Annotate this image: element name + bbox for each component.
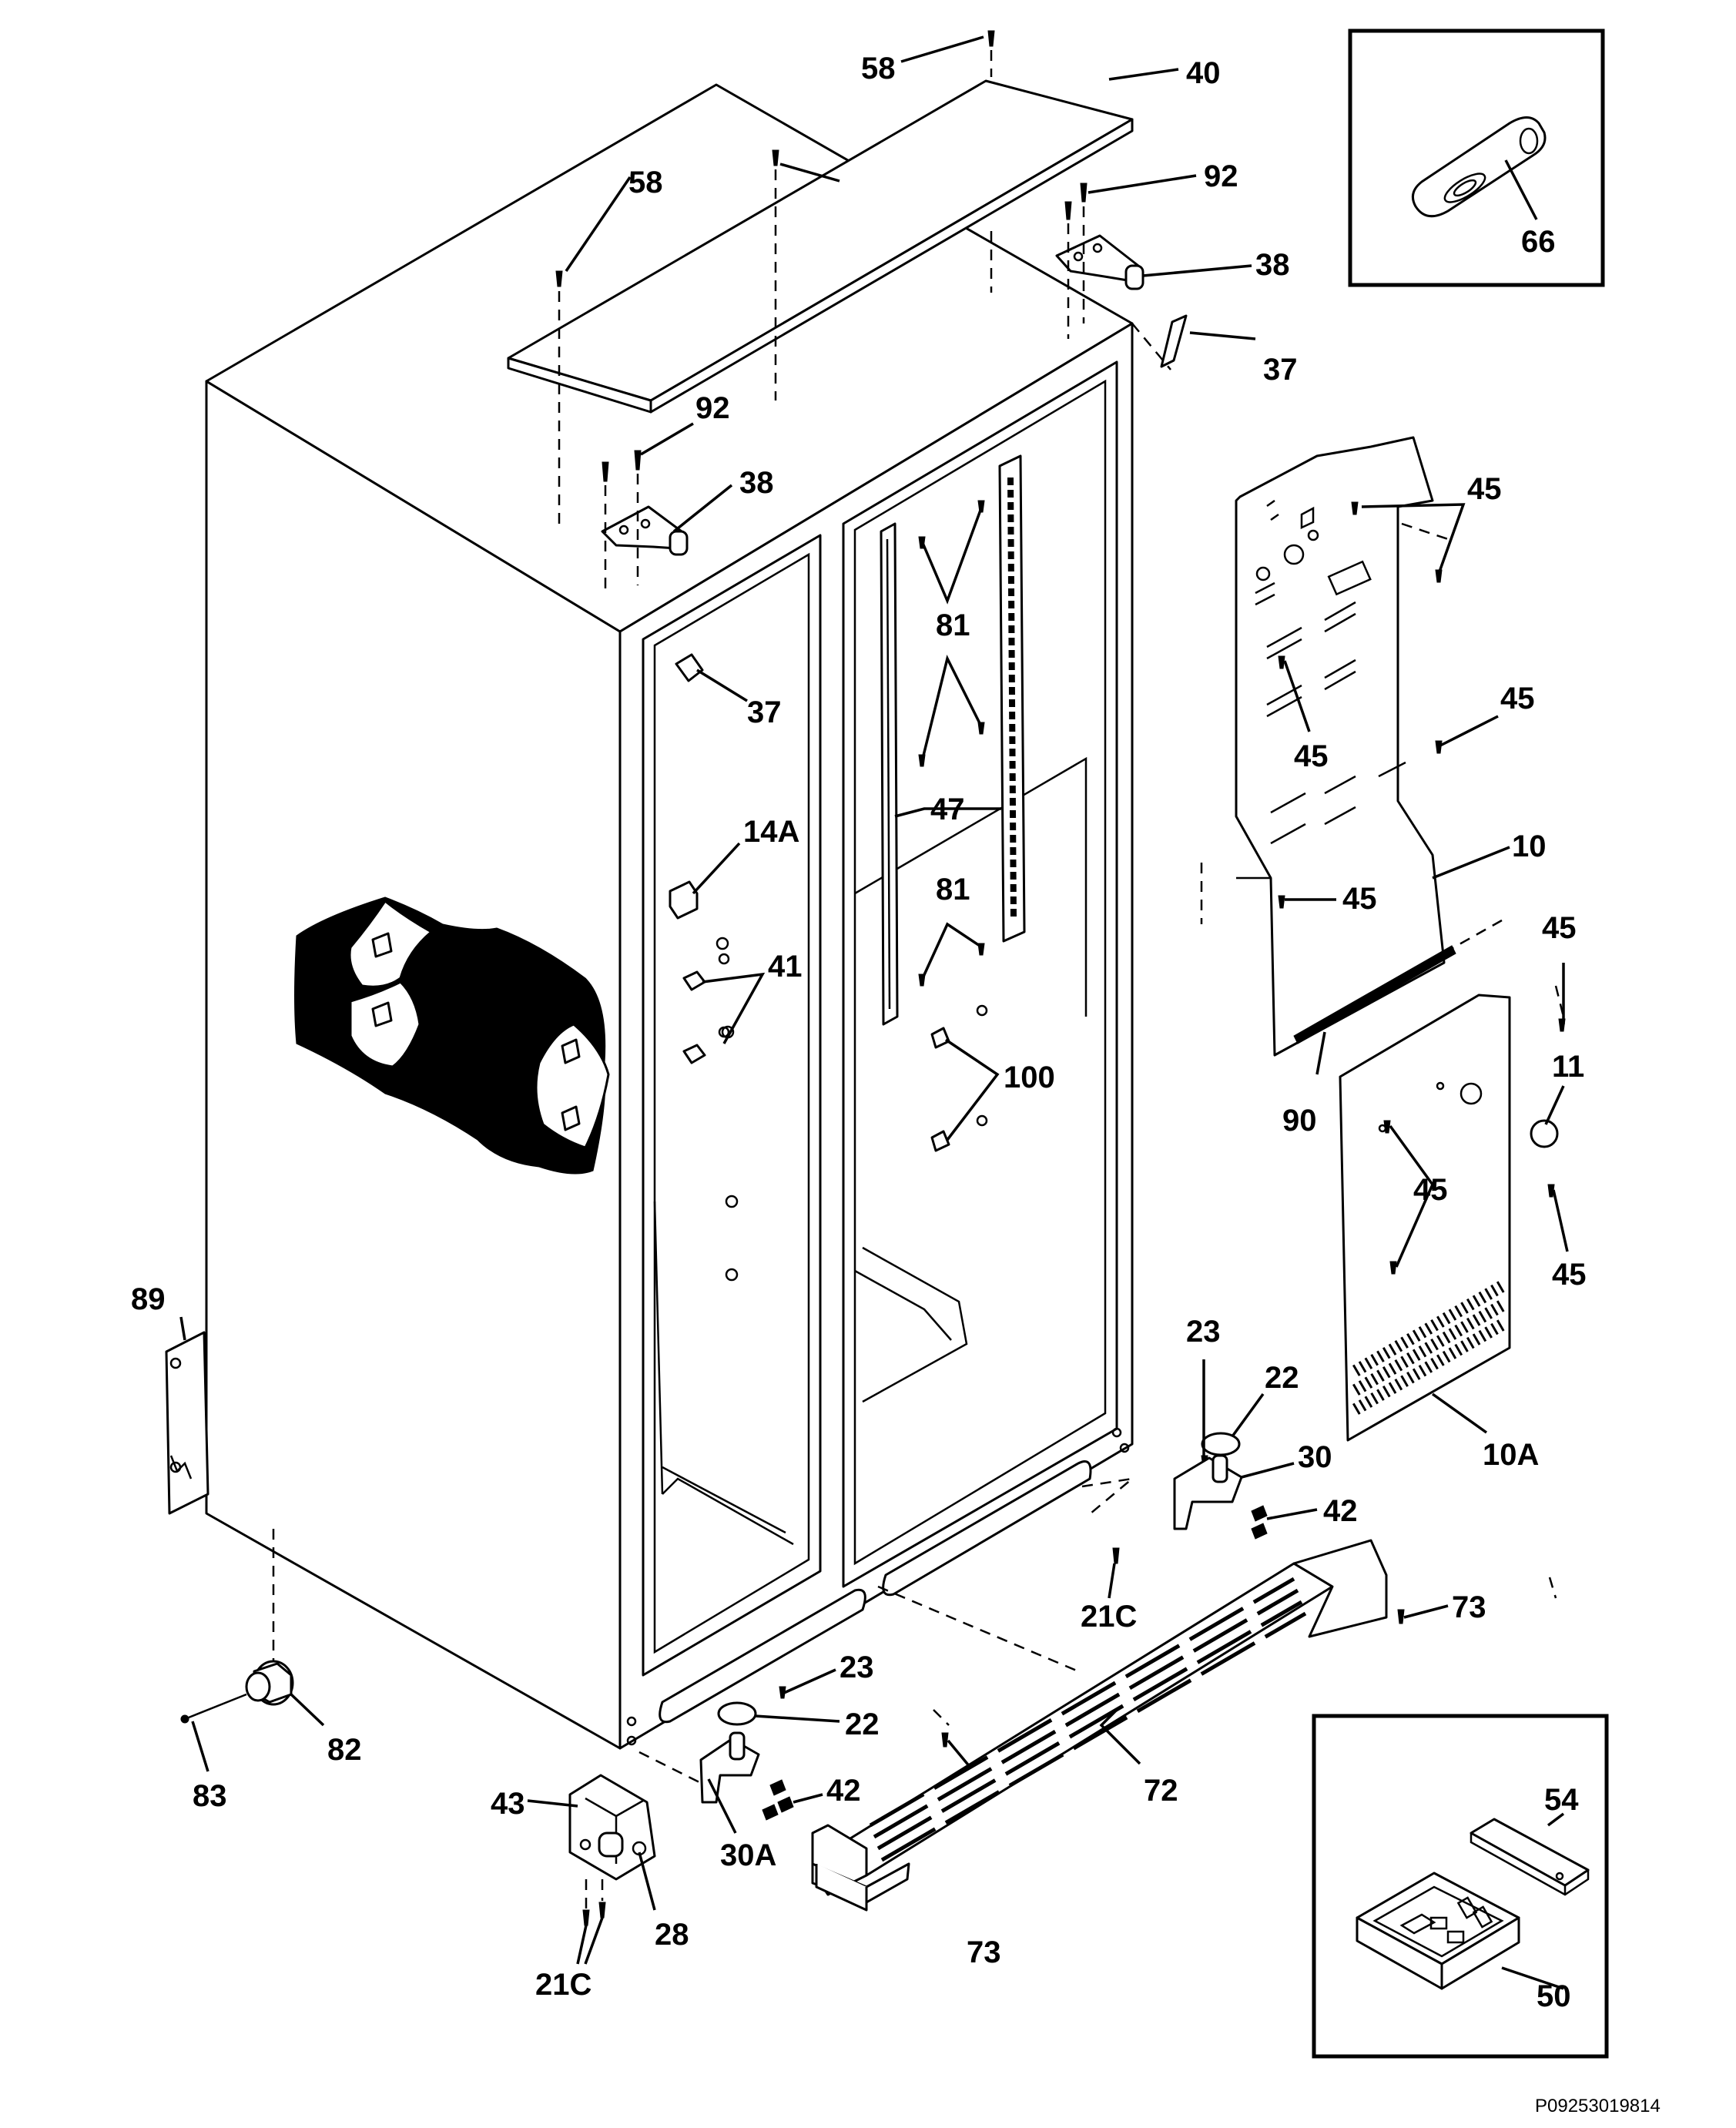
label-23: 23 [1186,1315,1221,1349]
label-47: 47 [930,793,965,826]
label-45: 45 [1500,682,1535,715]
label-89: 89 [131,1282,166,1316]
label-50: 50 [1537,1979,1571,2013]
top-cover-part-40 [507,79,1134,414]
inset-50-54 [1312,1714,1609,2059]
label-42: 42 [826,1774,861,1808]
label-81: 81 [936,873,970,906]
screws-part-45 [1278,501,1566,1275]
seal-part-90 [1293,945,1456,1044]
rear-panel-part-10 [1235,436,1446,1057]
tray-part-50 [1356,1872,1520,1990]
access-cover-part-10a [1339,994,1511,1442]
toe-grille-part-72 [811,1539,1405,1912]
label-45: 45 [1552,1258,1587,1292]
label-11: 11 [1552,1050,1584,1084]
label-14a: 14A [743,815,799,849]
label-30a: 30A [720,1838,776,1872]
label-21c: 21C [535,1968,592,2002]
label-40: 40 [1186,56,1221,90]
leveler-right-part-22-23-30-42 [1112,1432,1268,1564]
hinge-top-right-part-38 [1055,234,1144,290]
callout-labels: 58 40 58 92 38 37 92 38 37 81 14A 47 81 … [131,52,1587,2013]
shelf-clips-part-100 [930,1004,988,1152]
label-54: 54 [1544,1783,1579,1817]
grommet-part-11 [1530,1119,1559,1148]
label-43: 43 [491,1787,525,1821]
label-28: 28 [655,1918,689,1952]
bracket-part-54 [1470,1818,1590,1896]
label-38: 38 [1255,248,1290,282]
label-66: 66 [1521,225,1556,259]
label-100: 100 [1004,1061,1055,1094]
label-90: 90 [1282,1104,1317,1138]
label-23: 23 [840,1650,874,1684]
label-22: 22 [845,1707,880,1741]
label-45: 45 [1467,472,1502,506]
leader-lines [179,35,1569,1965]
label-58: 58 [861,52,896,85]
inset-66 [1348,28,1605,287]
label-10: 10 [1512,829,1547,863]
label-58: 58 [628,166,663,199]
hinge-bottom-part-43-28 [568,1774,656,1926]
label-30: 30 [1298,1440,1332,1474]
handle-trim-part-66 [1411,116,1547,218]
label-22: 22 [1265,1361,1299,1395]
label-21c: 21C [1081,1600,1137,1634]
cutaway-insulation [294,896,610,1175]
label-45: 45 [1294,739,1329,773]
diagram-reference-code: P09253019814 [1535,2096,1661,2116]
label-42: 42 [1323,1494,1358,1528]
side-bracket-part-89 [165,1331,209,1515]
label-45: 45 [1342,882,1377,916]
label-73: 73 [967,1935,1001,1969]
screws-top [555,30,1088,482]
label-92: 92 [1204,159,1238,193]
hinge-post-icon [371,932,581,1131]
label-45: 45 [1413,1173,1448,1207]
label-81: 81 [936,608,970,642]
label-92: 92 [695,391,730,425]
label-37: 37 [747,695,782,729]
label-45: 45 [1542,911,1577,945]
label-72: 72 [1144,1774,1178,1808]
label-10a: 10A [1483,1438,1539,1472]
label-83: 83 [193,1779,227,1813]
switch-part-14a [669,880,699,920]
label-73: 73 [1452,1590,1486,1624]
label-82: 82 [327,1733,362,1767]
label-38: 38 [739,466,774,500]
shelf-rails-part-47 [880,454,1026,1026]
label-41: 41 [768,950,803,984]
hinge-top-left-part-38 [601,505,689,556]
roller-part-82-83 [180,1660,294,1724]
leveler-left-part-22-23-30a-42 [699,1686,794,1821]
label-37: 37 [1263,353,1298,387]
light-socket-part-37 [675,314,1188,682]
